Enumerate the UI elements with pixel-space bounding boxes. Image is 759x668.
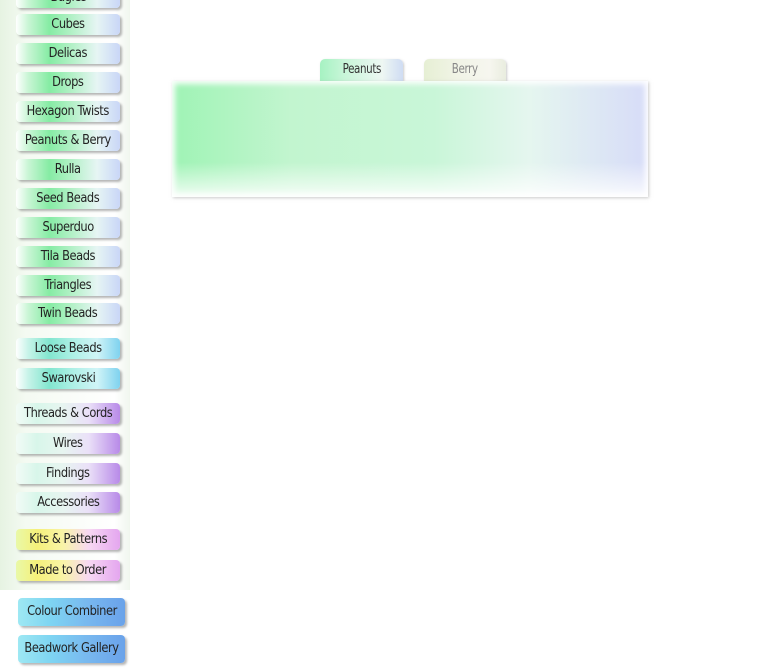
nav-findings-button[interactable]: Findings — [16, 463, 120, 484]
nav-hexagon-twists-label: Hexagon Twists — [26, 104, 110, 119]
nav-swarovski-label: Swarovski — [41, 371, 95, 386]
tab-content-panel — [172, 81, 648, 197]
nav-seed-beads-button[interactable]: Seed Beads — [16, 188, 120, 209]
nav-superduo-button[interactable]: Superduo — [16, 217, 120, 238]
nav-twin-beads-label: Twin Beads — [38, 306, 98, 321]
nav-hexagon-twists-button[interactable]: Hexagon Twists — [16, 101, 120, 122]
nav-seed-beads-label: Seed Beads — [36, 191, 100, 206]
tab-peanuts-label: Peanuts — [342, 62, 381, 77]
nav-tila-beads-label: Tila Beads — [40, 249, 96, 264]
nav-triangles-button[interactable]: Triangles — [16, 275, 120, 296]
nav-twin-beads-button[interactable]: Twin Beads — [16, 303, 120, 324]
nav-delicas-button[interactable]: Delicas — [16, 43, 120, 64]
nav-peanuts-berry-label: Peanuts & Berry — [25, 133, 111, 148]
nav-peanuts-berry-button[interactable]: Peanuts & Berry — [16, 130, 120, 151]
nav-accessories-button[interactable]: Accessories — [16, 492, 120, 513]
nav-bugles-button[interactable]: Bugles — [16, 0, 120, 8]
nav-accessories-label: Accessories — [36, 495, 100, 510]
nav-made-to-order-label: Made to Order — [29, 563, 107, 578]
nav-kits-patterns-label: Kits & Patterns — [29, 532, 107, 547]
nav-cubes-label: Cubes — [51, 17, 85, 32]
nav-kits-patterns-button[interactable]: Kits & Patterns — [16, 529, 120, 550]
panel-fade-overlay — [172, 81, 648, 197]
nav-findings-label: Findings — [46, 466, 90, 481]
tab-berry[interactable]: Berry — [424, 59, 506, 81]
tab-bar: Peanuts Berry — [0, 59, 759, 81]
nav-cubes-button[interactable]: Cubes — [16, 14, 120, 35]
nav-threads-cords-button[interactable]: Threads & Cords — [16, 403, 120, 424]
nav-drops-button[interactable]: Drops — [16, 72, 120, 93]
nav-wires-button[interactable]: Wires — [16, 433, 120, 454]
nav-bugles-label: Bugles — [50, 0, 86, 8]
nav-made-to-order-button[interactable]: Made to Order — [16, 560, 120, 581]
nav-wires-label: Wires — [53, 436, 83, 451]
nav-beadwork-gallery-button[interactable]: Beadwork Gallery — [18, 635, 125, 663]
nav-colour-combiner-button[interactable]: Colour Combiner — [18, 598, 125, 626]
nav-triangles-label: Triangles — [44, 278, 92, 293]
nav-colour-combiner-label: Colour Combiner — [26, 604, 117, 619]
nav-tila-beads-button[interactable]: Tila Beads — [16, 246, 120, 267]
nav-rulla-button[interactable]: Rulla — [16, 159, 120, 180]
nav-drops-label: Drops — [52, 75, 84, 90]
nav-threads-cords-label: Threads & Cords — [23, 406, 113, 421]
nav-swarovski-button[interactable]: Swarovski — [16, 368, 120, 389]
tab-berry-label: Berry — [452, 62, 478, 77]
tab-peanuts[interactable]: Peanuts — [320, 59, 403, 81]
nav-rulla-label: Rulla — [55, 162, 81, 177]
nav-superduo-label: Superduo — [42, 220, 94, 235]
nav-loose-beads-label: Loose Beads — [34, 341, 102, 356]
sidebar-nav: Bugles Cubes Delicas Drops Hexagon Twist… — [0, 0, 130, 590]
nav-beadwork-gallery-label: Beadwork Gallery — [24, 641, 119, 656]
nav-loose-beads-button[interactable]: Loose Beads — [16, 338, 120, 359]
nav-delicas-label: Delicas — [48, 46, 88, 61]
